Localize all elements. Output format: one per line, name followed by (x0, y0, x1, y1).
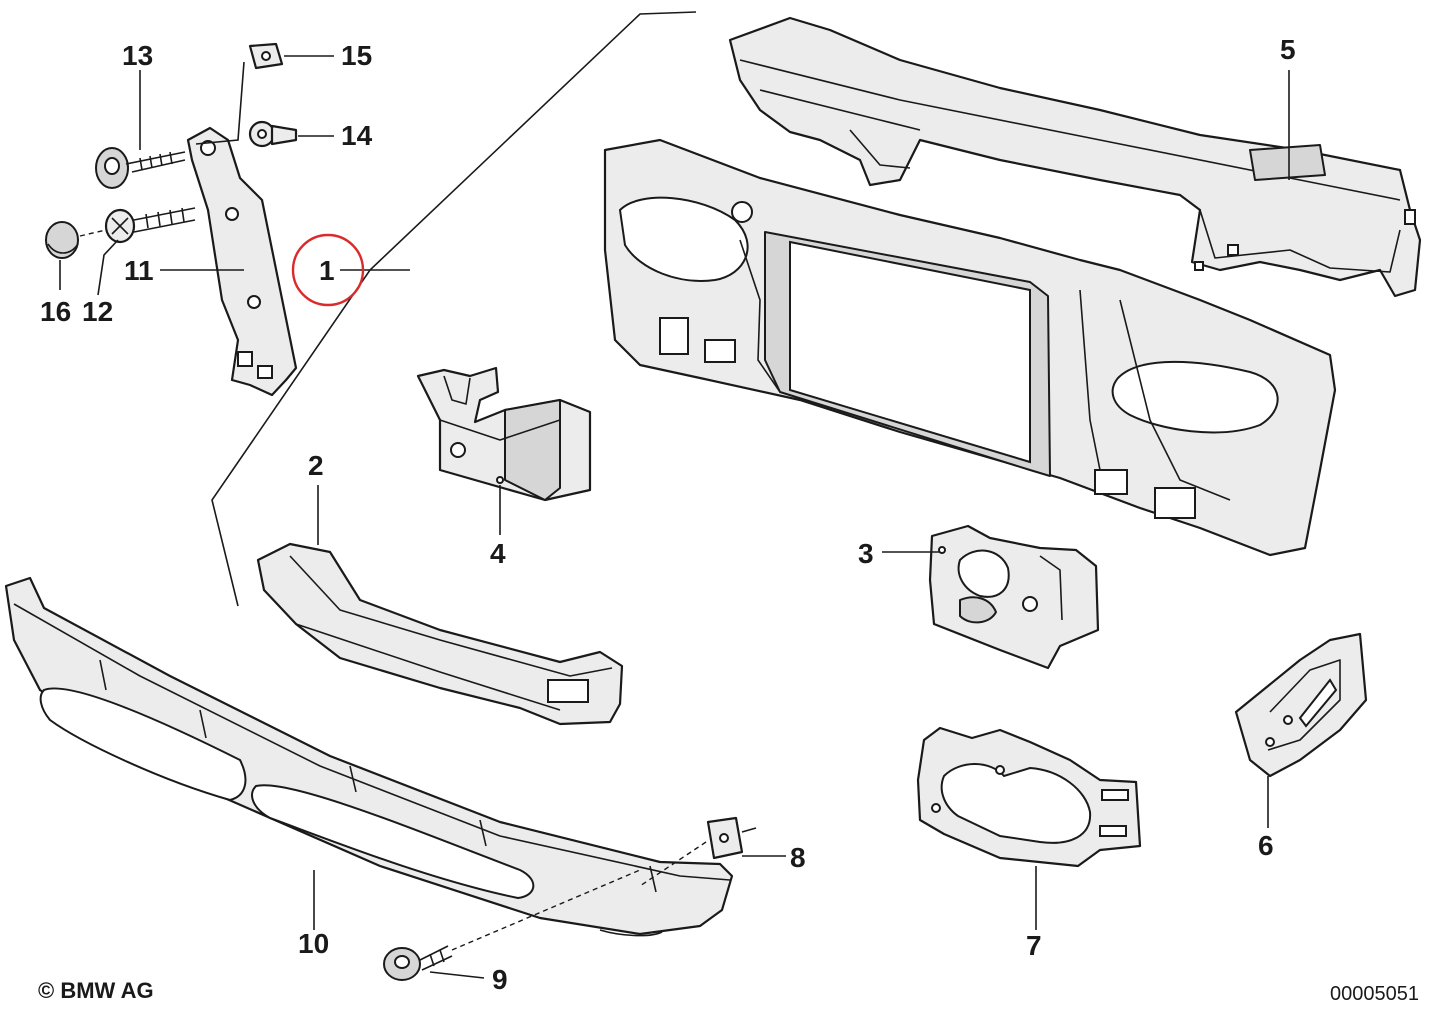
part-5-upper-panel[interactable] (728, 16, 1422, 298)
part-13-screw[interactable] (95, 147, 186, 189)
part-label-9[interactable]: 9 (492, 964, 508, 995)
part-label-10[interactable]: 10 (298, 928, 330, 959)
part-3-headlamp-bracket[interactable] (928, 524, 1100, 670)
part-2-carrier[interactable] (256, 542, 624, 726)
part-label-4[interactable]: 4 (490, 538, 506, 569)
part-label-14[interactable]: 14 (341, 120, 373, 151)
dashed-line-8 (639, 841, 707, 887)
leader-link-15 (195, 61, 245, 145)
part-9-screw[interactable] (383, 945, 453, 981)
part-7-headlamp-frame[interactable] (916, 726, 1142, 868)
part-12-screw[interactable] (104, 207, 196, 244)
dashed-line-9 (451, 869, 641, 951)
leader-line-9 (429, 971, 485, 979)
part-8-clip-nut[interactable] (706, 816, 757, 860)
part-15-clip-nut[interactable] (248, 42, 284, 70)
part-label-6[interactable]: 6 (1258, 830, 1274, 861)
highlight-circle (291, 233, 365, 307)
part-label-2[interactable]: 2 (308, 450, 324, 481)
part-4-support[interactable] (416, 366, 592, 502)
part-16-cap[interactable] (45, 221, 79, 259)
part-11-bracket[interactable] (186, 126, 298, 397)
copyright-text: © BMW AG (38, 978, 154, 1003)
part-6-side-bracket[interactable] (1234, 632, 1368, 778)
part-14-expand-nut[interactable] (248, 120, 298, 148)
leader-line-12 (97, 239, 119, 296)
drawing-number: 00005051 (1330, 983, 1419, 1005)
part-label-5[interactable]: 5 (1280, 34, 1296, 65)
part-label-7[interactable]: 7 (1026, 930, 1042, 961)
part-label-1[interactable]: 1 (319, 255, 335, 286)
part-1-front-panel[interactable] (603, 138, 1337, 557)
part-label-8[interactable]: 8 (790, 842, 806, 873)
part-label-15[interactable]: 15 (341, 40, 373, 71)
part-label-3[interactable]: 3 (858, 538, 874, 569)
part-label-16[interactable]: 16 (40, 296, 72, 327)
part-label-13[interactable]: 13 (122, 40, 154, 71)
part-label-12[interactable]: 12 (82, 296, 114, 327)
part-label-11[interactable]: 11 (124, 255, 154, 286)
part-10-spoiler[interactable] (4, 576, 734, 937)
dashed-line-16 (79, 229, 107, 237)
